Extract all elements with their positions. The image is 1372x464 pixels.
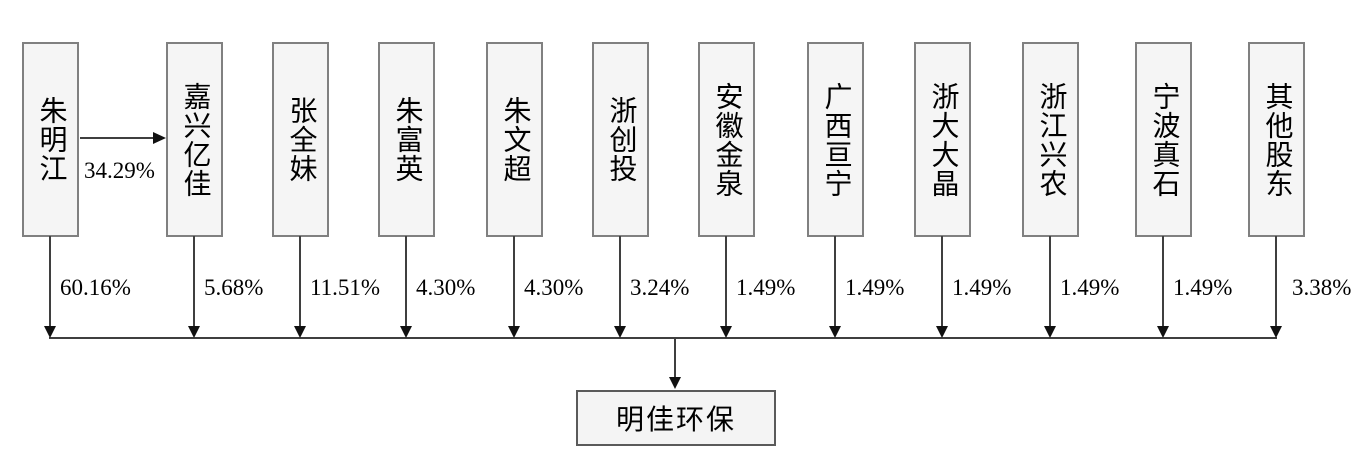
arrow-down-icon [44, 326, 56, 338]
ownership-percent-label: 1.49% [1060, 275, 1120, 300]
shareholder-name: 安徽金泉 [711, 81, 743, 198]
ownership-line [619, 236, 621, 328]
ownership-line [834, 236, 836, 328]
arrow-right-icon [153, 132, 166, 144]
shareholder-box: 浙创投 [592, 42, 649, 237]
shareholder-box: 嘉兴亿佳 [166, 42, 223, 237]
arrow-down-icon [669, 377, 681, 389]
cross-holding-percent-label: 34.29% [84, 158, 155, 183]
cross-holding-line [80, 137, 154, 139]
arrow-down-icon [720, 326, 732, 338]
shareholder-box: 朱明江 [22, 42, 79, 237]
ownership-percent-label: 4.30% [524, 275, 584, 300]
shareholder-box: 浙江兴农 [1022, 42, 1079, 237]
arrow-down-icon [508, 326, 520, 338]
ownership-line [299, 236, 301, 328]
shareholder-name: 其他股东 [1261, 81, 1293, 198]
shareholder-box: 朱富英 [378, 42, 435, 237]
ownership-line [49, 236, 51, 328]
arrow-down-icon [294, 326, 306, 338]
shareholder-name: 宁波真石 [1148, 81, 1180, 198]
arrow-down-icon [614, 326, 626, 338]
arrow-down-icon [936, 326, 948, 338]
ownership-line [405, 236, 407, 328]
ownership-line [1162, 236, 1164, 328]
arrow-down-icon [1157, 326, 1169, 338]
shareholder-name: 浙创投 [605, 96, 637, 183]
ownership-line [513, 236, 515, 328]
ownership-line [1275, 236, 1277, 328]
shareholder-box: 安徽金泉 [698, 42, 755, 237]
ownership-percent-label: 1.49% [1173, 275, 1233, 300]
ownership-percent-label: 1.49% [736, 275, 796, 300]
ownership-percent-label: 3.38% [1292, 275, 1352, 300]
ownership-percent-label: 4.30% [416, 275, 476, 300]
ownership-line [941, 236, 943, 328]
ownership-line [1049, 236, 1051, 328]
shareholder-name: 朱文超 [499, 96, 531, 183]
ownership-percent-label: 5.68% [204, 275, 264, 300]
ownership-line [193, 236, 195, 328]
shareholder-name: 张全妹 [285, 96, 317, 183]
company-box: 明佳环保 [576, 390, 776, 446]
ownership-percent-label: 3.24% [630, 275, 690, 300]
arrow-down-icon [829, 326, 841, 338]
shareholder-box: 广西亘宁 [807, 42, 864, 237]
company-stem-line [674, 338, 676, 379]
connector-horizontal-line [49, 337, 1277, 339]
arrow-down-icon [188, 326, 200, 338]
ownership-percent-label: 1.49% [952, 275, 1012, 300]
shareholder-box: 浙大大晶 [914, 42, 971, 237]
ownership-percent-label: 11.51% [310, 275, 381, 300]
shareholder-name: 广西亘宁 [820, 81, 852, 198]
shareholder-name: 浙大大晶 [927, 81, 959, 198]
arrow-down-icon [400, 326, 412, 338]
shareholder-box: 宁波真石 [1135, 42, 1192, 237]
shareholder-box: 朱文超 [486, 42, 543, 237]
ownership-line [725, 236, 727, 328]
arrow-down-icon [1044, 326, 1056, 338]
ownership-percent-label: 1.49% [845, 275, 905, 300]
shareholder-box: 张全妹 [272, 42, 329, 237]
shareholder-box: 其他股东 [1248, 42, 1305, 237]
company-name: 明佳环保 [615, 405, 736, 436]
shareholder-name: 朱明江 [35, 96, 67, 183]
shareholder-name: 朱富英 [391, 96, 423, 183]
shareholder-name: 嘉兴亿佳 [179, 81, 211, 198]
shareholder-name: 浙江兴农 [1035, 81, 1067, 198]
arrow-down-icon [1270, 326, 1282, 338]
ownership-percent-label: 60.16% [60, 275, 131, 300]
